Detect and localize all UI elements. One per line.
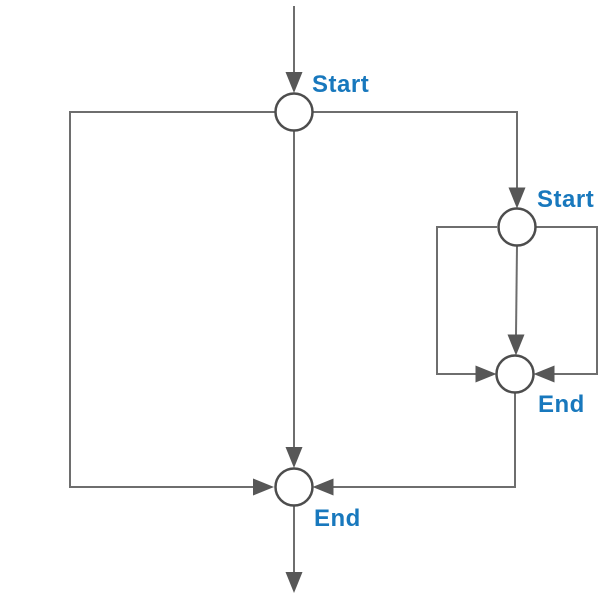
edge-inner-left-branch bbox=[436, 226, 497, 383]
edge-inner-right-line bbox=[535, 226, 598, 375]
arrowhead-down bbox=[507, 334, 525, 356]
arrowhead-down bbox=[285, 72, 303, 93]
node-inner-start-label: Start bbox=[537, 186, 594, 213]
edge-exit bbox=[285, 505, 303, 593]
node-outer-start-label: Start bbox=[312, 71, 369, 98]
arrowhead-right bbox=[475, 365, 497, 383]
edge-outer-right-line bbox=[312, 111, 518, 188]
edge-outer-left-line bbox=[69, 111, 276, 488]
edge-outer-right-branch bbox=[312, 111, 526, 209]
edge-inner-end-to-outer-end-line bbox=[333, 392, 516, 488]
arrowhead-down bbox=[508, 187, 526, 209]
edge-inner-center-line bbox=[515, 245, 518, 335]
arrowhead-left bbox=[312, 478, 334, 496]
arrowhead-right bbox=[253, 478, 274, 496]
edge-outer-center-branch bbox=[285, 130, 303, 468]
node-inner-end-label: End bbox=[538, 391, 585, 418]
arrowhead-left bbox=[533, 365, 555, 383]
edge-inner-center-branch bbox=[507, 245, 525, 356]
node-outer-end bbox=[274, 467, 314, 507]
node-outer-end-label: End bbox=[314, 505, 361, 532]
edge-entry bbox=[285, 6, 303, 93]
node-inner-start bbox=[497, 207, 537, 247]
edge-inner-end-to-outer-end bbox=[312, 392, 516, 496]
edge-outer-left-branch bbox=[69, 111, 276, 496]
node-outer-start bbox=[274, 92, 314, 132]
node-inner-end bbox=[495, 354, 535, 394]
arrowhead-down bbox=[285, 572, 303, 593]
edge-inner-right-branch bbox=[533, 226, 598, 383]
edge-inner-left-line bbox=[436, 226, 497, 375]
arrowhead-down bbox=[285, 447, 303, 468]
